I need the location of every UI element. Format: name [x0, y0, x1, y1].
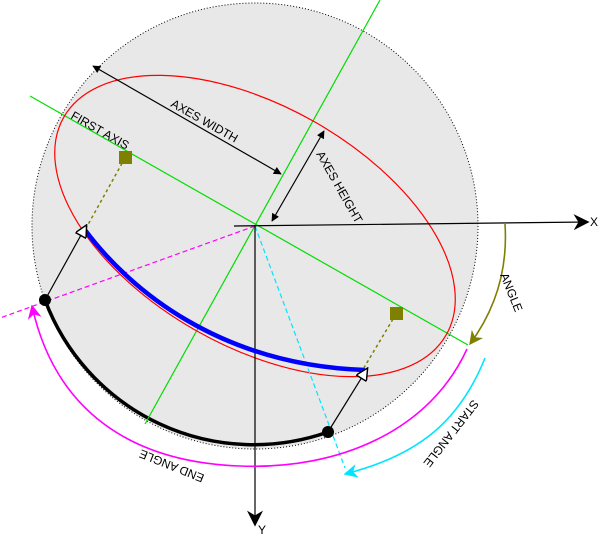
end-angle-arc: [27, 304, 468, 468]
axes-height-arrow: [271, 130, 325, 222]
square-marker-icon: [119, 151, 132, 164]
start-angle-arc: [343, 357, 486, 478]
square-marker-icon: [390, 307, 403, 320]
x-axis: [233, 214, 590, 231]
angle-arc: [469, 223, 507, 346]
axes-width-arrow: [92, 65, 282, 175]
drawn-arc: [83, 228, 366, 373]
end-point-arrow: [44, 226, 86, 301]
projection-line-right: [361, 313, 397, 372]
start-angle-label: START ANGLE: [421, 397, 482, 470]
angle-label: ANGLE: [497, 271, 525, 314]
outer-arc: [43, 299, 329, 447]
circle-dot-icon: [322, 426, 334, 438]
circle-dot-icon: [39, 294, 51, 306]
ellipse: [54, 74, 456, 378]
start-angle-ray: [254, 225, 346, 469]
second-axis-line: [144, 0, 381, 425]
end-angle-label: END ANGLE: [137, 446, 206, 485]
start-point-arrow: [327, 369, 367, 433]
x-axis-label: X: [590, 215, 598, 229]
y-axis-label: Y: [258, 523, 266, 536]
